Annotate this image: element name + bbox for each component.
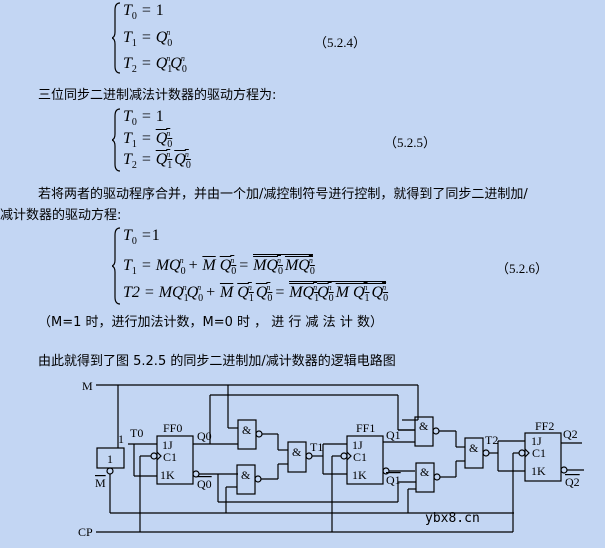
Q2-bar-label: Q2	[565, 475, 580, 489]
figure-intro-text: 由此就得到了图 5.2.5 的同步二进制加/减计数器的逻辑电路图	[38, 354, 396, 369]
left-brace-icon	[112, 2, 121, 74]
T2-label: T2	[485, 433, 498, 447]
Q2-label: Q2	[563, 427, 578, 441]
svg-text:1J: 1J	[352, 438, 363, 452]
svg-text:1J: 1J	[162, 438, 173, 452]
inverter-label: 1	[107, 452, 113, 466]
and-gate: &	[420, 465, 430, 479]
svg-text:1K: 1K	[531, 464, 546, 478]
FF1-label: FF1	[356, 421, 375, 435]
Q1-label: Q1	[386, 428, 401, 442]
svg-text:C1: C1	[163, 450, 177, 464]
T1-label: T1	[310, 440, 323, 454]
svg-text:C1: C1	[353, 450, 367, 464]
T0-label: T0	[130, 426, 143, 440]
left-brace-icon	[112, 227, 121, 305]
equation-5-2-4: T0 = 1 T1 = Q0n T2 = Q1nQ0n	[112, 0, 412, 78]
svg-text:1K: 1K	[160, 468, 175, 482]
equation-number-5-2-6: （5.2.6）	[496, 261, 549, 276]
FF2-label: FF2	[535, 419, 554, 433]
svg-text:C1: C1	[532, 446, 546, 460]
and-gate: &	[241, 468, 251, 482]
CP-label: CP	[78, 525, 93, 539]
equation-5-2-5: T0 = 1 T1 = Q0n T2 = Q1n Q0n	[112, 106, 412, 176]
M-label: M	[82, 379, 93, 393]
Q1-bar-label: Q1	[386, 473, 401, 487]
Q0-bar-label: Q0	[197, 477, 212, 491]
equation-number-5-2-4: （5.2.4）	[314, 35, 367, 50]
watermark: ybx8.cn	[425, 511, 480, 526]
M-bar-label: M	[95, 476, 106, 490]
and-gate: &	[469, 441, 479, 455]
left-brace-icon	[112, 108, 121, 172]
merge-text-line1: 若将两者的驱动程序合并，并由一个加/减控制符号进行控制，就得到了同步二进制加/	[38, 187, 528, 202]
one-label: 1	[118, 432, 124, 446]
Q0-label: Q0	[197, 429, 212, 443]
merge-text-line2: 减计数器的驱动方程:	[0, 208, 122, 223]
FF0-label: FF0	[163, 421, 182, 435]
down-counter-intro-text: 三位同步二进制减法计数器的驱动方程为:	[38, 88, 277, 103]
svg-text:1K: 1K	[352, 468, 367, 482]
and-gate: &	[292, 445, 302, 459]
svg-text:1J: 1J	[531, 434, 542, 448]
equation-5-2-6: T0 =1 T1 = MQ0n + M Q0n = MQ0n MQ0n T2 =…	[112, 225, 432, 307]
and-gate: &	[419, 419, 429, 433]
equation-number-5-2-5: （5.2.5）	[384, 135, 437, 150]
mode-note-text: （M=1 时，进行加法计数，M=0 时 ， 进 行 减 法 计 数）	[38, 315, 383, 330]
logic-circuit-diagram: M M CP 1 1 T0 FF0 1J C1 1K Q0 Q0 & & & T…	[78, 379, 584, 539]
and-gate: &	[242, 423, 252, 437]
